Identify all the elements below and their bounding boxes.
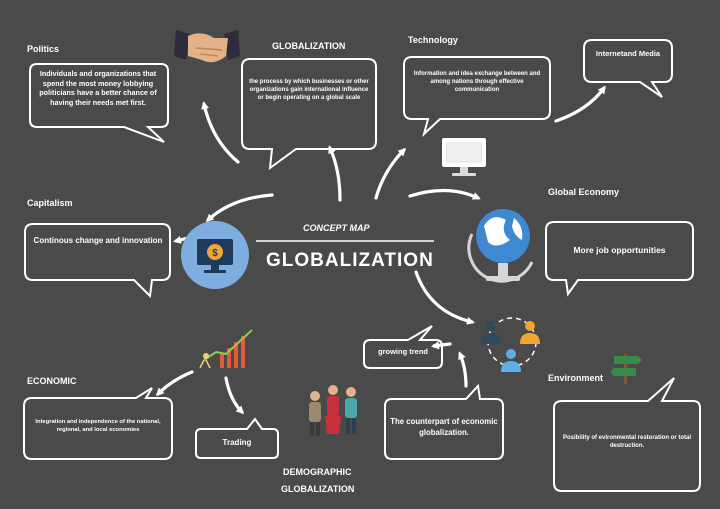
capitalism-text: Continous change and innovation bbox=[33, 236, 163, 245]
technology-callout bbox=[403, 56, 551, 138]
arrow-to-trading bbox=[224, 376, 245, 415]
handshake-icon bbox=[174, 30, 240, 63]
growing-trend-text: growing trend bbox=[378, 347, 428, 356]
globalization-callout bbox=[241, 58, 377, 171]
capitalism-label: Capitalism bbox=[27, 198, 73, 208]
growing-trend-callout bbox=[363, 325, 443, 369]
arrow-to-people-network bbox=[414, 270, 475, 325]
environment-callout bbox=[553, 377, 701, 492]
monitor-icon bbox=[442, 138, 486, 176]
globe-icon bbox=[467, 209, 534, 283]
capitalism-callout bbox=[24, 223, 171, 299]
trading-text: Trading bbox=[222, 438, 252, 447]
counterpart-text: The counterpart of economic globalizatio… bbox=[390, 417, 498, 437]
technology-text: Information and idea exchange between an… bbox=[413, 71, 541, 94]
arrow-to-internet bbox=[554, 85, 606, 123]
technology-label: Technology bbox=[408, 35, 458, 45]
internet-callout bbox=[583, 39, 673, 98]
politics-text: Individuals and organizations that spend… bbox=[39, 69, 157, 108]
arrow-to-politics bbox=[201, 101, 240, 164]
politics-label: Politics bbox=[27, 44, 60, 54]
svg-text:$: $ bbox=[212, 248, 218, 259]
internet-text: Internetand Media bbox=[595, 49, 661, 58]
globalization-label: GLOBALIZATION bbox=[272, 41, 346, 51]
environment-label: Environment bbox=[548, 373, 604, 383]
signpost-icon bbox=[610, 354, 642, 384]
arrow-to-globalization bbox=[328, 145, 342, 202]
counterpart-callout bbox=[384, 383, 504, 460]
arrow-to-technology bbox=[374, 147, 407, 200]
arrow-to-capitalism bbox=[205, 193, 274, 223]
people-network-icon bbox=[481, 317, 540, 372]
arrow-from-counterpart bbox=[458, 351, 468, 388]
arrow-to-economic bbox=[155, 370, 194, 397]
people-group-icon bbox=[309, 385, 357, 436]
center-title: GLOBALIZATION bbox=[266, 250, 434, 271]
economic-callout bbox=[23, 387, 173, 460]
global-economy-callout bbox=[545, 221, 694, 297]
arrow-to-global-economy bbox=[408, 188, 481, 200]
environment-text: Posibility of evironmental restoration o… bbox=[562, 435, 692, 450]
global-economy-text: More job opportunities bbox=[573, 245, 666, 255]
economic-label: ECONOMIC bbox=[27, 376, 77, 386]
economic-text: Integration and independence of the nati… bbox=[35, 419, 161, 433]
globalization-text: the process by which businesses or other… bbox=[249, 79, 369, 102]
politics-callout bbox=[29, 63, 169, 143]
demographic-label-line2: GLOBALIZATION bbox=[281, 484, 355, 494]
growth-chart-icon bbox=[199, 329, 253, 369]
concept-map-subtitle: CONCEPT MAP bbox=[303, 223, 370, 233]
dollar-monitor-icon: $ bbox=[181, 221, 249, 289]
trading-callout bbox=[195, 417, 279, 459]
demographic-label-line1: DEMOGRAPHIC bbox=[283, 467, 352, 477]
global-economy-label: Global Economy bbox=[548, 187, 620, 197]
